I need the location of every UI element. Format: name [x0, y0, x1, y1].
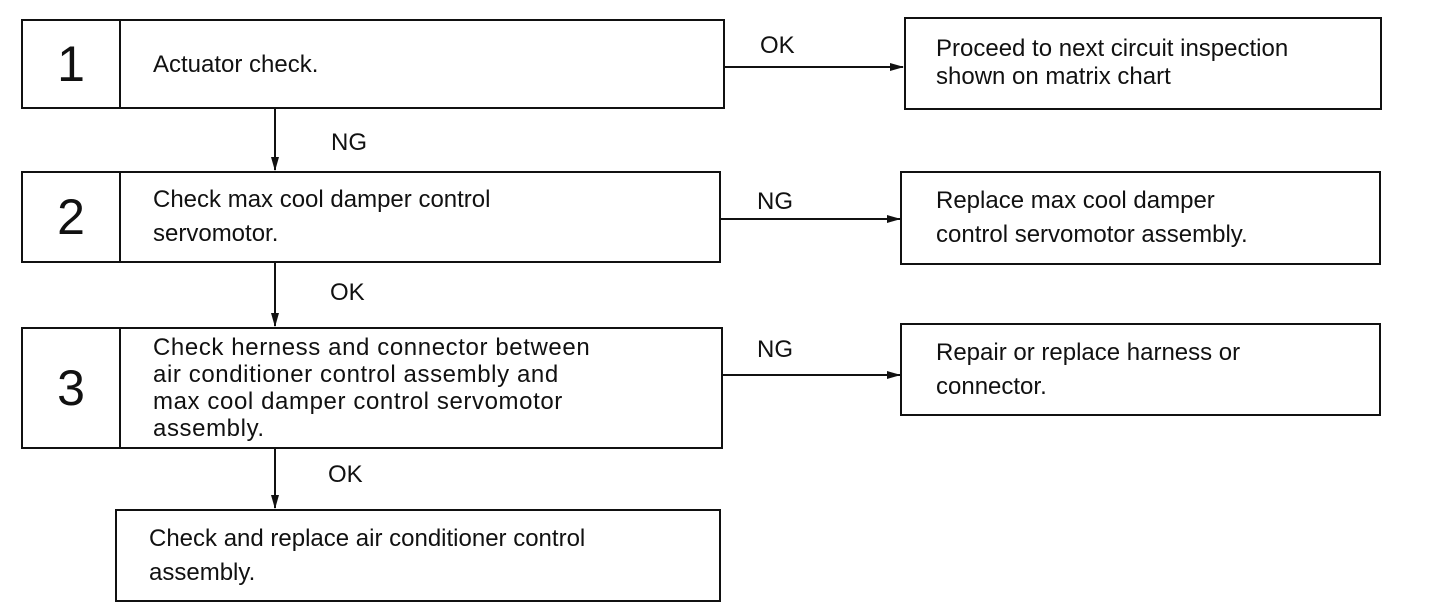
label-step3-ok: OK: [328, 461, 363, 488]
label-step1-ok: OK: [760, 32, 795, 59]
step-3-text: Check herness and connector between air …: [153, 334, 591, 442]
step-1-box: 1 Actuator check.: [21, 19, 725, 109]
step-3-box: 3 Check herness and connector between ai…: [21, 327, 723, 449]
step-3-number: 3: [23, 329, 121, 447]
final-action-box: Check and replace air conditioner contro…: [115, 509, 721, 602]
result-box-2: Replace max cool damper control servomot…: [900, 171, 1381, 265]
result-text-3: Repair or replace harness or connector.: [936, 338, 1241, 400]
label-step1-ng: NG: [331, 129, 367, 156]
step-2-number: 2: [23, 173, 121, 261]
label-step2-ok: OK: [330, 279, 365, 306]
step-1-number: 1: [23, 21, 121, 107]
final-action-text: Check and replace air conditioner contro…: [149, 524, 586, 586]
result-text-1: Proceed to next circuit inspection shown…: [936, 35, 1289, 90]
step-1-text: Actuator check.: [153, 50, 319, 78]
step-2-box: 2 Check max cool damper control servomot…: [21, 171, 721, 263]
result-box-1: Proceed to next circuit inspection shown…: [904, 17, 1382, 110]
result-box-3: Repair or replace harness or connector.: [900, 323, 1381, 416]
label-step3-ng: NG: [757, 336, 793, 363]
result-text-2: Replace max cool damper control servomot…: [936, 187, 1248, 248]
step-2-text: Check max cool damper control servomotor…: [153, 186, 491, 247]
label-step2-ng: NG: [757, 188, 793, 215]
